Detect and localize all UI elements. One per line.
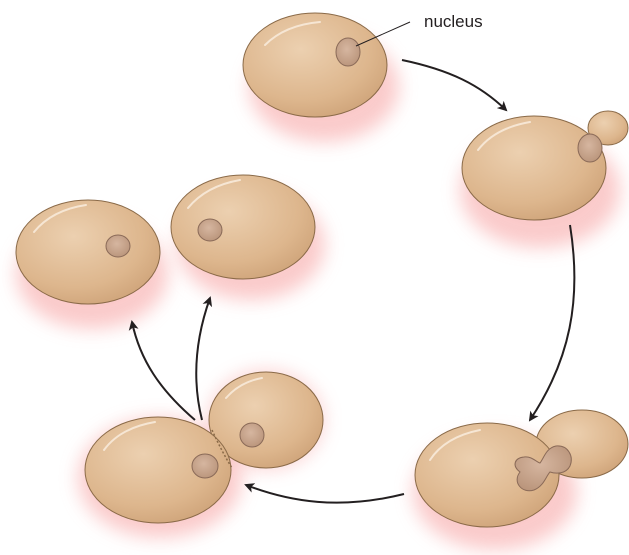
nucleus: [106, 235, 130, 257]
arrow-stage4-to-right-daughter: [196, 298, 210, 420]
stage-single-cell: [243, 13, 399, 142]
stage-nuclear-division: [413, 410, 628, 550]
cell: [16, 200, 160, 304]
nucleus: [336, 38, 360, 66]
nucleus: [578, 134, 602, 162]
nucleus: [192, 454, 218, 478]
cell: [171, 175, 315, 279]
arrow-stage2-to-stage3: [530, 225, 574, 420]
cell: [462, 116, 606, 220]
arrow-stage3-to-stage4: [246, 485, 404, 503]
cell: [243, 13, 387, 117]
stage-daughter-cells: [16, 175, 325, 329]
nucleus-label: nucleus: [424, 12, 483, 31]
stage-bud-emerging: [460, 111, 628, 248]
stage-bud-separating: [78, 370, 324, 538]
arrow-stage1-to-stage2: [402, 60, 506, 110]
nucleus: [198, 219, 222, 241]
nucleus: [240, 423, 264, 447]
arrow-stage4-to-left-daughter: [132, 322, 195, 420]
